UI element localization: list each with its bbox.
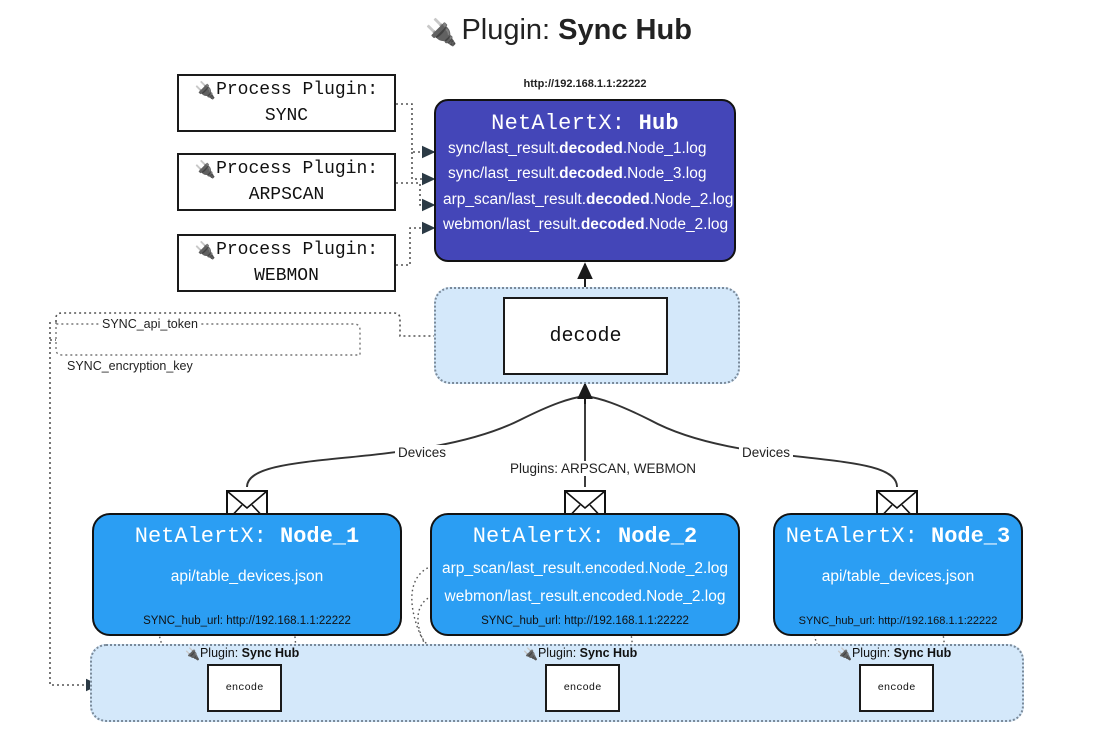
edge-label-devices-left: Devices	[395, 445, 450, 460]
process-plugin-sync-header: 🔌Process Plugin:	[194, 79, 379, 101]
edge-sync-to-hub-log1	[396, 103, 436, 159]
plug-icon: 🔌	[425, 17, 458, 47]
secret-label-encryption-key: SYNC_encryption_key	[64, 359, 196, 373]
page-title-prefix: Plugin:	[461, 14, 551, 46]
process-plugin-box-arpscan[interactable]: 🔌Process Plugin: ARPSCAN	[177, 153, 396, 211]
decode-label: decode	[549, 324, 622, 348]
hub-url-label: http://192.168.1.1:22222	[523, 78, 647, 90]
node-3-title: NetAlertX: Node_3	[785, 524, 1011, 549]
edge-secrets-to-encoders	[49, 322, 100, 692]
edge-label-devices-right: Devices	[739, 445, 794, 460]
encoder-3-plugin-label: 🔌Plugin: Sync Hub	[837, 646, 952, 661]
hub-log-row-4: webmon/last_result.decoded.Node_2.log	[443, 215, 729, 233]
node-1-url: SYNC_hub_url: http://192.168.1.1:22222	[143, 615, 351, 627]
plug-icon: 🔌	[185, 647, 200, 661]
hub-box[interactable]: NetAlertX: Hub sync/last_result.decoded.…	[434, 99, 736, 262]
page-title: 🔌Plugin: Sync Hub	[0, 14, 1117, 48]
process-plugin-box-webmon[interactable]: 🔌Process Plugin: WEBMON	[177, 234, 396, 292]
encode-box-3[interactable]: encode	[859, 664, 934, 712]
plug-icon: 🔌	[194, 159, 217, 180]
node-2-title: NetAlertX: Node_2	[472, 524, 698, 549]
hub-title-name: Hub	[638, 111, 679, 136]
hub-log-row-1: sync/last_result.decoded.Node_1.log	[448, 140, 707, 157]
process-plugin-sync-name: SYNC	[264, 106, 309, 127]
edge-sync-to-hub-log2	[411, 152, 436, 186]
hub-log-row-2: sync/last_result.decoded.Node_3.log	[448, 165, 707, 183]
edge-webmon-to-hub-log4	[396, 221, 436, 266]
node-2-line-2: webmon/last_result.encoded.Node_2.log	[444, 588, 726, 606]
node-3-url: SYNC_hub_url: http://192.168.1.1:22222	[798, 615, 998, 627]
hub-title-prefix: NetAlertX:	[491, 111, 626, 136]
edge-arpscan-to-hub-log3	[396, 182, 436, 212]
encode-box-2[interactable]: encode	[545, 664, 620, 712]
process-plugin-box-sync[interactable]: 🔌Process Plugin: SYNC	[177, 74, 396, 132]
hub-title: NetAlertX: Hub	[436, 111, 734, 136]
plug-icon: 🔌	[837, 647, 852, 661]
edge-label-plugins-center: Plugins: ARPSCAN, WEBMON	[507, 461, 700, 476]
node-2-line-1: arp_scan/last_result.encoded.Node_2.log	[441, 560, 729, 577]
node-box-1[interactable]: NetAlertX: Node_1 api/table_devices.json…	[92, 513, 402, 636]
process-plugin-arpscan-header: 🔌Process Plugin:	[194, 158, 379, 180]
secret-label-api-token: SYNC_api_token	[99, 317, 201, 331]
plug-icon: 🔌	[523, 647, 538, 661]
hub-log-row-3: arp_scan/last_result.decoded.Node_2.log	[443, 190, 734, 208]
node-3-line-1: api/table_devices.json	[821, 568, 975, 585]
node-2-url: SYNC_hub_url: http://192.168.1.1:22222	[481, 615, 689, 627]
node-box-2[interactable]: NetAlertX: Node_2 arp_scan/last_result.e…	[430, 513, 740, 636]
decode-box[interactable]: decode	[503, 297, 668, 375]
node-1-line-1: api/table_devices.json	[170, 568, 324, 585]
encoder-1-plugin-label: 🔌Plugin: Sync Hub	[185, 646, 300, 661]
encode-box-1[interactable]: encode	[207, 664, 282, 712]
plug-icon: 🔌	[194, 80, 217, 101]
encoder-2-plugin-label: 🔌Plugin: Sync Hub	[523, 646, 638, 661]
process-plugin-webmon-name: WEBMON	[254, 266, 319, 287]
plug-icon: 🔌	[194, 240, 217, 261]
node-box-3[interactable]: NetAlertX: Node_3 api/table_devices.json…	[773, 513, 1023, 636]
process-plugin-webmon-header: 🔌Process Plugin:	[194, 239, 379, 261]
process-plugin-arpscan-name: ARPSCAN	[248, 185, 325, 206]
page-title-name: Sync Hub	[558, 14, 692, 46]
node-1-title: NetAlertX: Node_1	[134, 524, 360, 549]
